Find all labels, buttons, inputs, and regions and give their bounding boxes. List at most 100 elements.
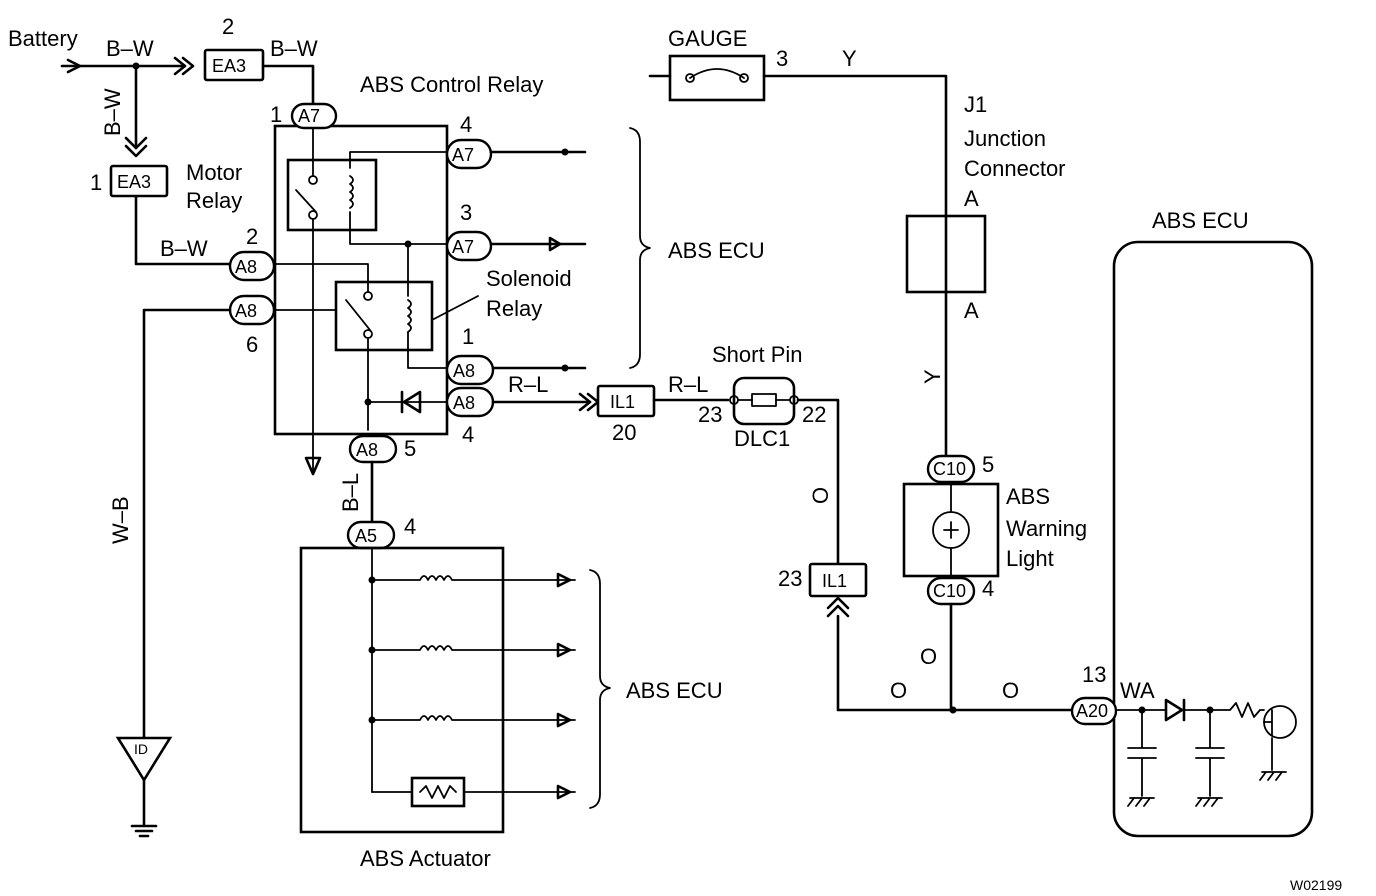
svg-text:23: 23 [778,566,802,591]
junction-label-3: Connector [964,156,1066,181]
svg-text:22: 22 [802,402,826,427]
connector-ea3-motor [109,164,169,198]
svg-text:4: 4 [460,112,472,137]
abs-ecu-label-upper: ABS ECU [668,238,765,263]
short-pin-label: Short Pin [712,342,803,367]
svg-text:C10: C10 [933,581,966,601]
svg-text:2: 2 [246,224,258,249]
connector-a7-pin1 [290,102,338,130]
svg-text:13: 13 [1082,662,1106,687]
battery-feed: Battery B–W EA3 2 B–W B–W EA3 1 Motor Re… [8,14,318,266]
dlc1-label: DLC1 [734,426,790,451]
short-pin [751,393,777,407]
connector-a20 [1070,696,1118,726]
motor-relay-label-2: Relay [186,188,242,213]
abs-control-relay-label: ABS Control Relay [360,72,543,97]
wire-wa-label: WA [1120,678,1155,703]
wire-o-label-4: O [920,644,937,669]
abs-ecu-brace-lower: ABS ECU [589,569,723,809]
connector-il1-bottom [808,562,868,598]
solenoid-relay-label-1: Solenoid [486,266,572,291]
warning-light-circuit: GAUGE 3 Y J1 Junction Connector A A Y C1… [648,26,1087,712]
wire-bw-vertical-label: B–W [100,88,125,136]
svg-text:20: 20 [612,420,636,445]
connector-a7-pin4 [445,138,493,170]
control-relay-housing [273,124,449,436]
abs-ecu-brace-upper: ABS ECU [629,127,765,369]
svg-text:A8: A8 [235,301,257,321]
abs-ecu-housing [1112,240,1314,838]
wire-bw-a8-label: B–W [160,236,208,261]
svg-text:A5: A5 [355,526,377,546]
warning-light-label-3: Light [1006,546,1054,571]
svg-text:2: 2 [222,14,234,39]
svg-text:A7: A7 [298,106,320,126]
connector-a8-pin1 [445,354,495,386]
svg-text:A8: A8 [453,361,475,381]
svg-text:IL1: IL1 [822,571,847,591]
ground-line: W–B ID [108,308,232,838]
figure-code: W02199 [1290,877,1342,893]
svg-text:A8: A8 [356,440,378,460]
actuator-housing [299,546,505,834]
svg-text:1: 1 [270,102,282,127]
svg-text:A: A [964,298,979,323]
solenoid-relay-coil-box [334,280,434,352]
svg-text:5: 5 [404,436,416,461]
diagnostic-line: R–L IL1 20 R–L Short Pin 23 22 DLC1 O IL… [491,342,1076,714]
wire-y-lower-label: Y [920,369,945,384]
wire-bw-top-label: B–W [106,36,154,61]
wire-bl-label: B–L [338,473,363,512]
connector-ea3-top-label: EA3 [212,56,246,76]
wire-o-label-1: O [808,487,833,504]
wire-rl-label-2: R–L [668,372,708,397]
svg-text:A7: A7 [452,145,474,165]
svg-text:4: 4 [404,514,416,539]
abs-ecu-label-right: ABS ECU [1152,208,1249,233]
junction-connector-j1 [905,214,987,294]
svg-text:4: 4 [982,576,994,601]
abs-ecu-label-lower: ABS ECU [626,678,723,703]
svg-text:A: A [964,186,979,211]
svg-text:1: 1 [462,324,474,349]
svg-text:5: 5 [982,452,994,477]
wire-y-top-label: Y [842,46,857,71]
junction-label-2: Junction [964,126,1046,151]
svg-text:A7: A7 [452,237,474,257]
connector-a8-pin2 [228,250,276,282]
wire-wb-label: W–B [108,496,133,544]
gauge-fuse [668,54,766,102]
solenoid-relay-label-2: Relay [486,296,542,321]
warning-light-label-1: ABS [1006,484,1050,509]
wire-o-label-3: O [1002,678,1019,703]
svg-text:A8: A8 [235,257,257,277]
wire-o-label-2: O [890,678,907,703]
dlc1-connector [732,376,796,426]
gauge-fuse-label: GAUGE [668,26,747,51]
ground-point-id [115,736,173,783]
svg-text:1: 1 [90,170,102,195]
abs-actuator-label: ABS Actuator [360,846,491,871]
svg-text:6: 6 [246,332,258,357]
motor-relay-coil-box [286,158,378,232]
svg-text:A8: A8 [453,393,475,413]
svg-text:23: 23 [698,402,722,427]
connector-ea3-motor-label: EA3 [117,172,151,192]
abs-control-relay: ABS Control Relay A7 1 A7 4 A7 3 A8 2 [228,72,587,524]
wire-rl-label-1: R–L [508,372,548,397]
svg-text:C10: C10 [933,459,966,479]
abs-actuator: A5 4 ABS Actuator [299,514,576,871]
wire-bw-relay-label: B–W [270,36,318,61]
junction-label-1: J1 [964,92,987,117]
svg-text:A20: A20 [1076,701,1108,721]
connector-a7-pin3 [445,230,493,262]
battery-label: Battery [8,26,78,51]
svg-text:ID: ID [134,741,148,757]
warning-light-label-2: Warning [1006,516,1087,541]
motor-relay-label-1: Motor [186,160,242,185]
abs-ecu-module: ABS ECU A20 13 WA [1070,208,1314,838]
svg-text:4: 4 [462,422,474,447]
svg-text:3: 3 [460,200,472,225]
svg-text:IL1: IL1 [610,392,635,412]
